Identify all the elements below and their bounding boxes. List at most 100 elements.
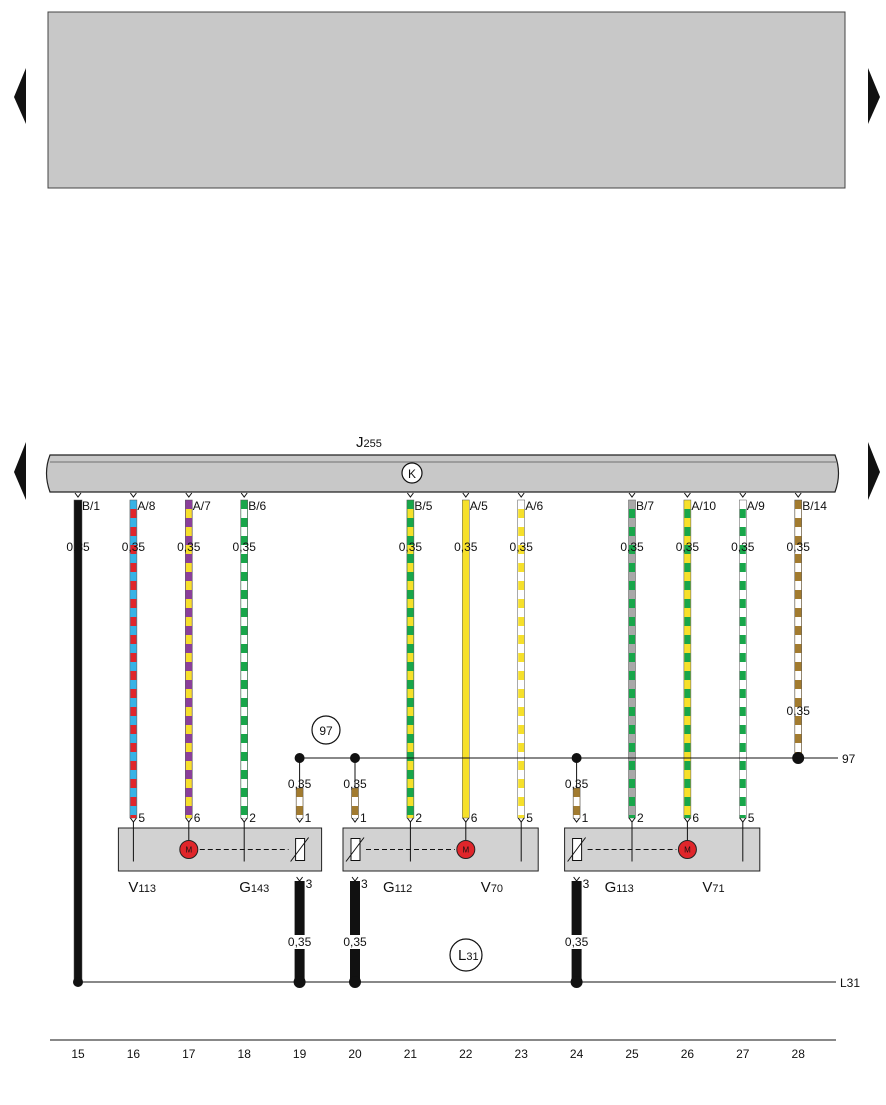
column-number-23: 23 xyxy=(515,1047,529,1061)
wire-97-gauge-19: 0,35 xyxy=(288,777,312,791)
column-number-26: 26 xyxy=(681,1047,695,1061)
prev-section-arrow-icon[interactable] xyxy=(14,442,26,500)
wire-l31-gauge-19: 0,35 xyxy=(288,935,312,949)
column-number-18: 18 xyxy=(238,1047,252,1061)
wire-l31-drop-20 xyxy=(350,881,360,982)
wire-gauge-28-lower: 0,35 xyxy=(787,704,811,718)
component-label-v70: V70 xyxy=(481,879,503,896)
junction-l31-24 xyxy=(570,976,583,988)
bus-97-end-label: 97 xyxy=(842,752,856,766)
component-pin-25: 2 xyxy=(637,811,644,825)
component-box-3: M xyxy=(564,822,761,872)
component-pin-97-20: 1 xyxy=(360,811,367,825)
component-pin-21: 2 xyxy=(415,811,422,825)
bus-l31-marker xyxy=(449,938,483,972)
column-number-25: 25 xyxy=(625,1047,639,1061)
wire-15 xyxy=(73,499,83,983)
wire-gauge-27: 0,35 xyxy=(731,540,755,554)
wire-25 xyxy=(628,499,636,819)
column-number-21: 21 xyxy=(404,1047,418,1061)
pin-label-28: B/14 xyxy=(802,499,827,513)
column-number-24: 24 xyxy=(570,1047,584,1061)
wire-gauge-17: 0,35 xyxy=(177,540,201,554)
bus-97-label: 97 xyxy=(319,724,333,738)
motor-symbol-1: M xyxy=(185,846,192,855)
motor-icon xyxy=(456,840,476,859)
wire-16 xyxy=(129,499,138,819)
pin-label-17: A/7 xyxy=(193,499,211,513)
wire-26 xyxy=(683,499,692,819)
next-section-arrow-icon[interactable] xyxy=(868,442,880,500)
pin-label-23: A/6 xyxy=(525,499,543,513)
component-pin-27: 5 xyxy=(748,811,755,825)
column-number-19: 19 xyxy=(293,1047,307,1061)
motor-icon xyxy=(179,840,199,859)
column-number-15: 15 xyxy=(71,1047,85,1061)
prev-page-arrow-icon[interactable] xyxy=(14,68,26,124)
column-number-27: 27 xyxy=(736,1047,750,1061)
component-box-2: M xyxy=(342,822,539,872)
wire-l31-gauge-24: 0,35 xyxy=(565,935,589,949)
junction-l31-20 xyxy=(349,976,361,988)
control-unit-symbol: K xyxy=(408,467,416,481)
pin-label-18: B/6 xyxy=(248,499,266,513)
pin-label-15: B/1 xyxy=(82,499,100,513)
wire-21 xyxy=(406,499,415,819)
wire-gauge-28: 0,35 xyxy=(787,540,811,554)
component-pin-l31-19: 3 xyxy=(306,877,313,891)
wire-97-drop-24 xyxy=(572,787,581,819)
wire-18 xyxy=(240,499,248,819)
wires-layer xyxy=(73,492,802,983)
component-label-g143: G143 xyxy=(239,879,269,896)
component-pin-97-24: 1 xyxy=(582,811,589,825)
wire-gauge-23: 0,35 xyxy=(510,540,534,554)
wire-l31-drop-24 xyxy=(571,881,582,982)
wire-gauge-26: 0,35 xyxy=(676,540,700,554)
column-number-20: 20 xyxy=(348,1047,362,1061)
pin-label-22: A/5 xyxy=(470,499,488,513)
wire-97-drop-20 xyxy=(351,787,359,819)
labels-layer: B/1 0,35 A/8 0,35 5 A/7 0,35 6 B/6 0,35 2 B/5 0,35 2 A… xyxy=(66,499,827,949)
component-pin-18: 2 xyxy=(249,811,256,825)
control-unit-label: J255 xyxy=(356,434,382,451)
pin-label-25: B/7 xyxy=(636,499,654,513)
component-pin-l31-24: 3 xyxy=(583,877,590,891)
wire-gauge-21: 0,35 xyxy=(399,540,423,554)
wire-gauge-22: 0,35 xyxy=(454,540,478,554)
wire-97-drop-19 xyxy=(295,787,304,819)
junction-l31-15 xyxy=(73,977,83,987)
column-number-22: 22 xyxy=(459,1047,473,1061)
pin-label-16: A/8 xyxy=(137,499,155,513)
wire-17 xyxy=(185,499,193,819)
component-label-g112: G112 xyxy=(383,879,412,896)
bus-97-marker xyxy=(311,715,341,745)
bus-layer xyxy=(73,752,838,988)
pin-label-26: A/10 xyxy=(691,499,716,513)
wire-l31-gauge-20: 0,35 xyxy=(343,935,367,949)
component-pin-22: 6 xyxy=(471,811,478,825)
control-unit-j255 xyxy=(45,454,840,493)
component-pin-97-19: 1 xyxy=(305,811,312,825)
motor-icon xyxy=(677,840,697,859)
wire-l31-drop-19 xyxy=(294,881,305,982)
bus-l31-label: L31 xyxy=(458,947,479,964)
wire-97-gauge-24: 0,35 xyxy=(565,777,589,791)
column-number-16: 16 xyxy=(127,1047,141,1061)
next-page-arrow-icon[interactable] xyxy=(868,68,880,124)
component-label-v113: V113 xyxy=(128,879,156,896)
pin-label-21: B/5 xyxy=(414,499,432,513)
wire-28 xyxy=(794,499,802,759)
component-pin-26: 6 xyxy=(692,811,699,825)
component-box-1: M xyxy=(117,822,323,872)
column-number-28: 28 xyxy=(792,1047,806,1061)
wire-gauge-16: 0,35 xyxy=(122,540,146,554)
wire-22 xyxy=(462,499,470,819)
wire-gauge-15: 0,35 xyxy=(66,540,90,554)
wire-gauge-25: 0,35 xyxy=(620,540,644,554)
component-pin-23: 5 xyxy=(526,811,533,825)
component-label-g113: G113 xyxy=(605,879,634,896)
bus-l31-end-label: L31 xyxy=(840,976,860,990)
wire-97-gauge-20: 0,35 xyxy=(343,777,367,791)
control-unit-symbol-circle xyxy=(401,462,423,484)
